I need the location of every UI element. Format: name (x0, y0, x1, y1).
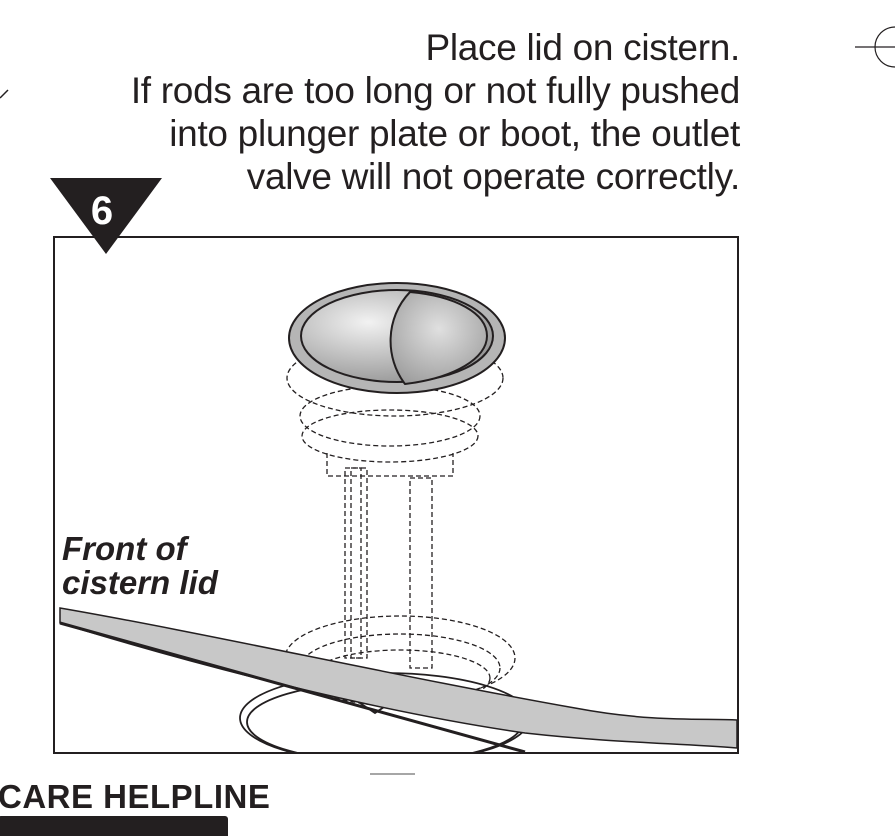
illustration-panel: Front of cistern lid (53, 236, 739, 754)
cistern-lid-edge (59, 607, 737, 749)
step-number-badge: 6 (50, 178, 162, 254)
divider-line (370, 773, 415, 775)
instruction-line: valve will not operate correctly. (246, 156, 741, 197)
caption-line: cistern lid (62, 564, 218, 601)
helpline-number-cropped (0, 816, 228, 836)
instruction-text: Place lid on cistern. If rods are too lo… (131, 26, 740, 198)
lid-caption: Front of cistern lid (62, 532, 218, 600)
flush-button-illustration (59, 282, 737, 752)
instruction-line: If rods are too long or not fully pushed (130, 70, 740, 111)
arrow-tip-icon (0, 89, 9, 99)
caption-line: Front of (62, 530, 187, 567)
instruction-line: Place lid on cistern. (425, 27, 740, 68)
step-number: 6 (91, 189, 113, 233)
instruction-line: into plunger plate or boot, the outlet (169, 113, 740, 154)
helpline-label: CARE HELPLINE (0, 778, 271, 815)
registration-mark-icon (855, 26, 895, 68)
